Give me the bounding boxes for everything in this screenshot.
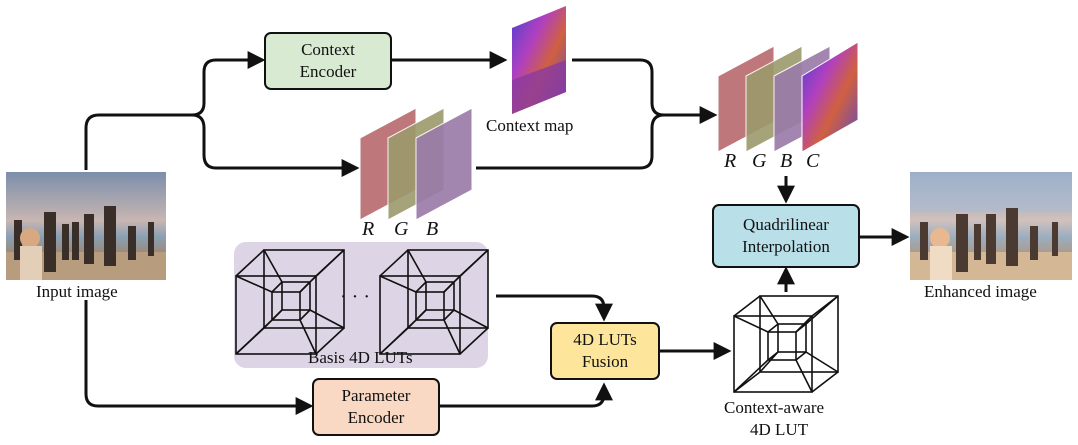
context-encoder-box: Context Encoder <box>264 32 392 90</box>
arrow-contextmap-merge <box>572 58 718 124</box>
input-image-label: Input image <box>36 282 118 301</box>
parameter-encoder-line2: Encoder <box>347 408 405 427</box>
basis-lut-cube-2-icon <box>379 249 489 355</box>
basis-luts-label: Basis 4D LUTs <box>308 348 413 367</box>
quadrilinear-line1: Quadrilinear <box>743 215 829 234</box>
context-map-image <box>512 6 566 114</box>
rgb-channel-r: R <box>362 218 375 240</box>
parameter-encoder-line1: Parameter <box>341 386 411 405</box>
arrow-param-fusion <box>440 382 613 408</box>
context-encoder-line1: Context <box>301 40 355 59</box>
context-aware-label-line2: 4D LUT <box>750 420 809 439</box>
context-aware-label-line1: Context-aware <box>724 398 825 417</box>
arrow-input-param <box>84 300 314 415</box>
enhanced-image-label: Enhanced image <box>924 282 1037 301</box>
basis-lut-cube-1-icon <box>235 249 345 355</box>
arrow-basis-fusion <box>496 294 613 322</box>
connectors <box>84 51 910 415</box>
context-map-label: Context map <box>486 116 574 135</box>
arrow-input-branch <box>84 51 266 170</box>
input-image <box>6 172 166 280</box>
context-encoder-line2: Encoder <box>299 62 357 81</box>
parameter-encoder-box: Parameter Encoder <box>312 378 440 436</box>
basis-luts-ellipsis: · · · <box>340 286 370 308</box>
rgbc-channel-g: G <box>752 150 767 172</box>
rgbc-channel-c: C <box>806 150 820 172</box>
quadrilinear-interpolation-box: Quadrilinear Interpolation <box>712 204 860 268</box>
basis-luts-panel <box>234 242 488 368</box>
rgb-channel-stack <box>359 107 473 221</box>
arrow-branch-rgb <box>191 113 360 177</box>
context-aware-lut-cube-icon <box>733 295 839 393</box>
rgbc-channel-stack <box>717 41 859 153</box>
rgb-channel-b: B <box>426 218 439 240</box>
luts-fusion-line2: Fusion <box>581 352 629 371</box>
rgb-channel-g: G <box>394 218 409 240</box>
luts-fusion-box: 4D LUTs Fusion <box>550 322 660 380</box>
enhanced-image <box>910 172 1072 280</box>
arrow-rgb-merge <box>476 113 665 170</box>
rgbc-channel-r: R <box>724 150 737 172</box>
luts-fusion-line1: 4D LUTs <box>573 330 637 349</box>
quadrilinear-line2: Interpolation <box>742 237 830 256</box>
rgbc-channel-b: B <box>780 150 793 172</box>
